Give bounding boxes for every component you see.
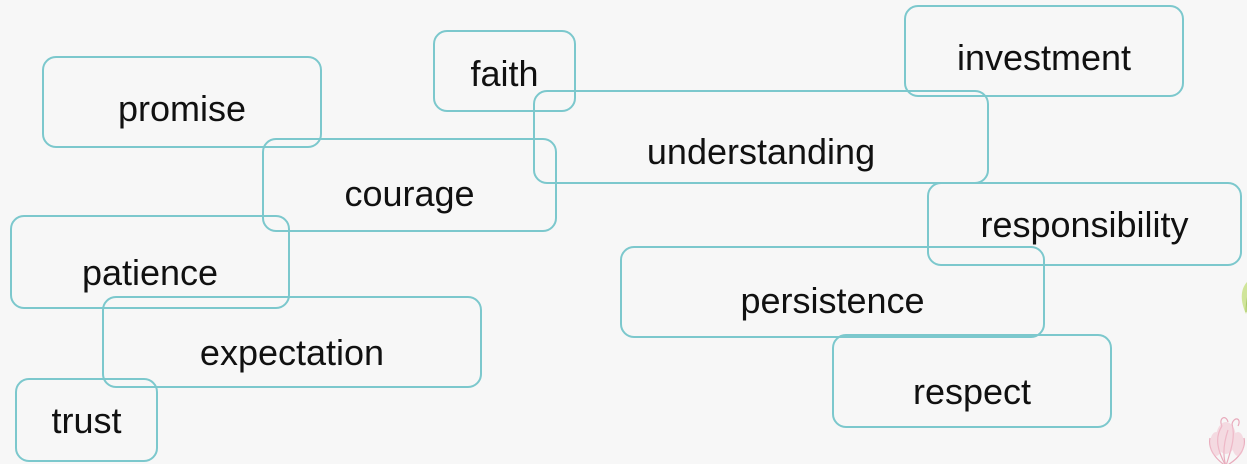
word-box-persistence: persistence bbox=[620, 246, 1045, 338]
word-box-responsibility: responsibility bbox=[927, 182, 1242, 266]
leaf-icon bbox=[1241, 282, 1247, 314]
word-box-expectation: expectation bbox=[102, 296, 482, 388]
word-label: promise bbox=[117, 88, 247, 129]
word-label: responsibility bbox=[980, 204, 1189, 245]
word-label: faith bbox=[470, 53, 539, 94]
word-box-patience: patience bbox=[10, 215, 290, 309]
flower-icon bbox=[1209, 417, 1245, 464]
word-label: courage bbox=[344, 173, 475, 214]
word-label: persistence bbox=[740, 280, 925, 321]
word-label: respect bbox=[912, 371, 1032, 412]
word-box-trust: trust bbox=[15, 378, 158, 462]
word-box-respect: respect bbox=[832, 334, 1112, 428]
word-box-promise: promise bbox=[42, 56, 322, 148]
word-label: expectation bbox=[199, 332, 385, 373]
word-box-courage: courage bbox=[262, 138, 557, 232]
word-box-investment: investment bbox=[904, 5, 1184, 97]
word-label: patience bbox=[81, 252, 219, 293]
word-box-understanding: understanding bbox=[533, 90, 989, 184]
word-box-faith: faith bbox=[433, 30, 576, 112]
word-label: understanding bbox=[646, 131, 876, 172]
word-label: investment bbox=[956, 37, 1132, 78]
word-label: trust bbox=[51, 400, 122, 441]
